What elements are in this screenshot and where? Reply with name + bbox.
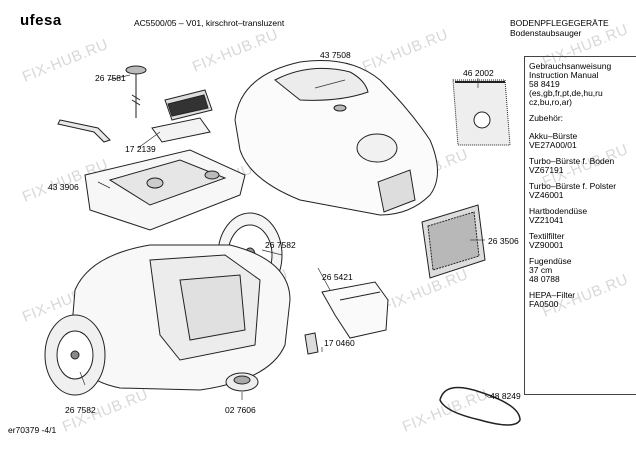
accessory-line: 48 0788 [529,274,560,284]
model-title: AC5500/05 – V01, kirschrot–transluzent [134,18,285,28]
part-label: 26 3506 [488,236,519,246]
brush-part [57,119,111,143]
accessory-heading: Zubehör: [529,113,564,123]
part-label: 26 5421 [322,272,353,282]
hepa-filter-part [421,204,486,279]
footer-code: er70379 -4/1 [8,425,57,435]
accessory-line: Fugendüse [529,256,572,266]
part-label: 02 7606 [225,405,256,415]
accessory-line: cz,bu,ro,ar) [529,97,572,107]
accessory-line: Turbo–Bürste f. Boden [529,156,615,166]
part-label: 17 0460 [324,338,355,348]
belt-part [439,386,521,426]
accessory-line: (es,gb,fr,pt,de,hu,ru [529,88,603,98]
accessory-line: 37 cm [529,265,553,275]
upper-housing-part [84,149,246,231]
accessory-line: VZ67191 [529,165,564,175]
accessory-line: VZ21041 [529,215,564,225]
main-cover-part [234,59,438,216]
dust-bag-part [452,79,511,146]
part-label: 26 7582 [65,405,96,415]
accessory-line: 58 8419 [529,79,560,89]
part-label: 43 3906 [48,182,79,192]
accessory-line: VZ46001 [529,190,564,200]
accessory-line: VE27A00/01 [529,140,577,150]
accessory-line: Gebrauchsanweisung [529,61,612,71]
front-wheel-part [44,314,106,396]
accessory-line: Textilfilter [529,231,565,241]
part-label: 48 8249 [490,391,521,401]
base-body-part [69,244,291,391]
accessory-line: Hartbodendüse [529,206,588,216]
accessory-line: Turbo–Bürste f. Polster [529,181,617,191]
part-label: 46 2002 [463,68,494,78]
accessory-line: HEPA–Filter [529,290,576,300]
accessory-line: FA0500 [529,299,559,309]
cassette-part [164,89,213,121]
part-label: 26 7582 [265,240,296,250]
ring-part [225,372,259,392]
part-label: 26 7581 [95,73,126,83]
clip-part [304,332,319,355]
brand-logo: ufesa [20,12,62,29]
filter-pad-part [151,117,211,143]
bracket-part [321,281,389,339]
accessory-line: Instruction Manual [529,70,599,80]
subcategory-title: Bodenstaubsauger [510,28,582,38]
accessories-panel: Gebrauchsanweisung Instruction Manual 58… [524,56,636,395]
part-label: 17 2139 [125,144,156,154]
category-title: BODENPFLEGEGERÄTE [510,18,609,28]
accessory-line: Akku–Bürste [529,131,578,141]
accessory-line: VZ90001 [529,240,564,250]
pin-part [125,65,147,118]
part-label: 43 7508 [320,50,351,60]
